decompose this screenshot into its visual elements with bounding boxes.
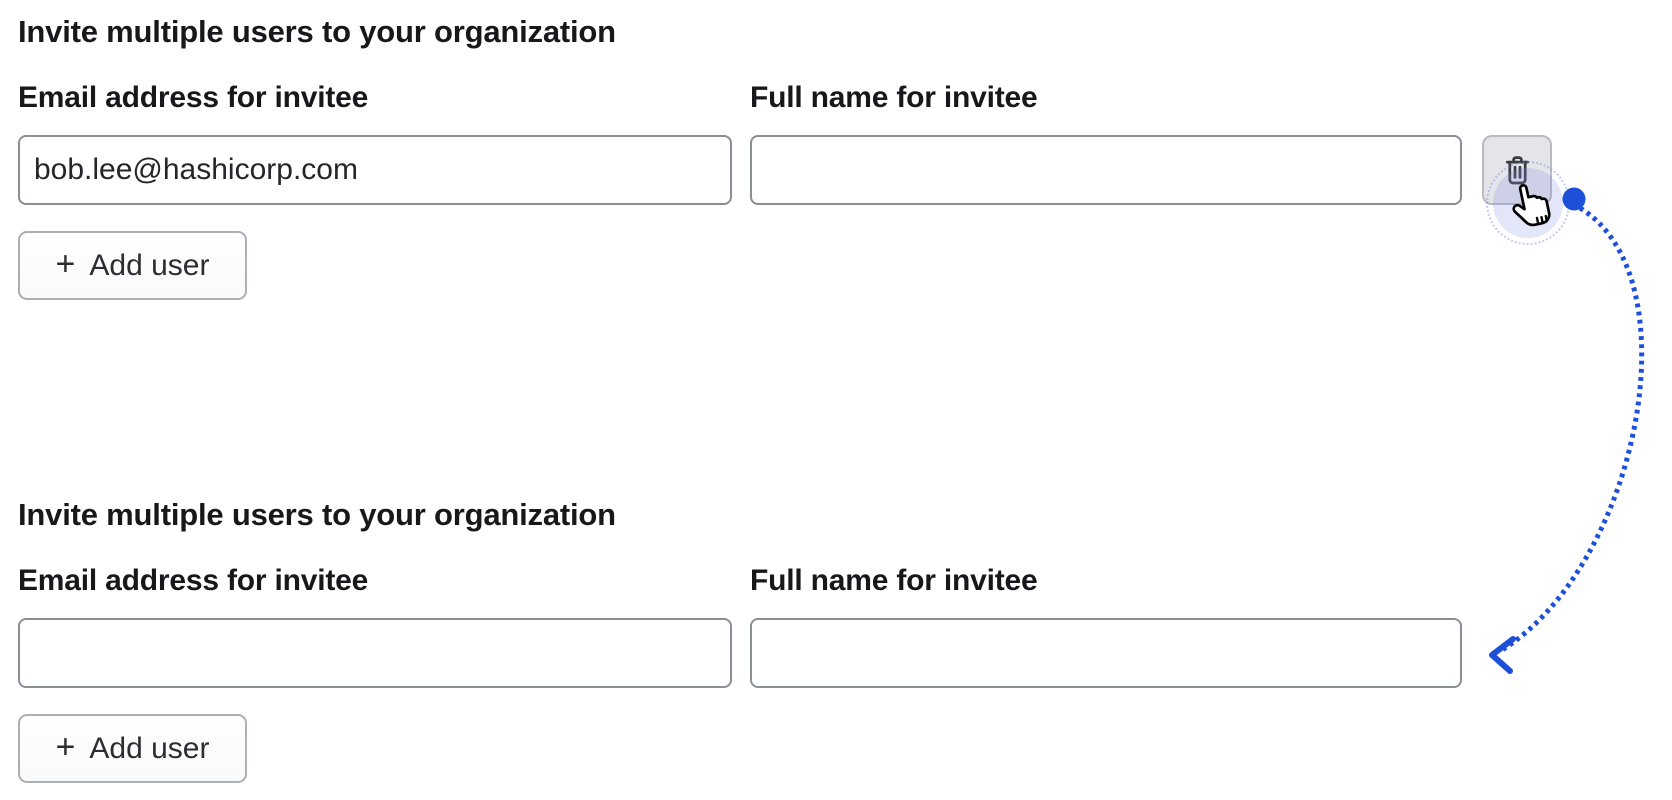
add-user-label: Add user [89,248,210,282]
name-label: Full name for invitee [750,81,1038,114]
invite-form-before: Invite multiple users to your organizati… [0,0,1672,310]
name-label: Full name for invitee [750,564,1038,597]
full-name-input[interactable] [750,618,1462,688]
delete-user-button[interactable] [1482,135,1552,205]
form-heading: Invite multiple users to your organizati… [18,14,616,49]
email-input[interactable] [18,135,732,205]
full-name-input[interactable] [750,135,1462,205]
invite-form-after: Invite multiple users to your organizati… [0,483,1672,793]
form-heading: Invite multiple users to your organizati… [18,497,616,532]
add-user-button[interactable]: + Add user [18,714,247,783]
trash-icon [1501,154,1534,187]
add-user-button[interactable]: + Add user [18,231,247,300]
email-input[interactable] [18,618,732,688]
email-label: Email address for invitee [18,564,369,597]
email-label: Email address for invitee [18,81,369,114]
plus-icon: + [55,728,76,766]
plus-icon: + [55,245,76,283]
add-user-label: Add user [89,731,210,765]
